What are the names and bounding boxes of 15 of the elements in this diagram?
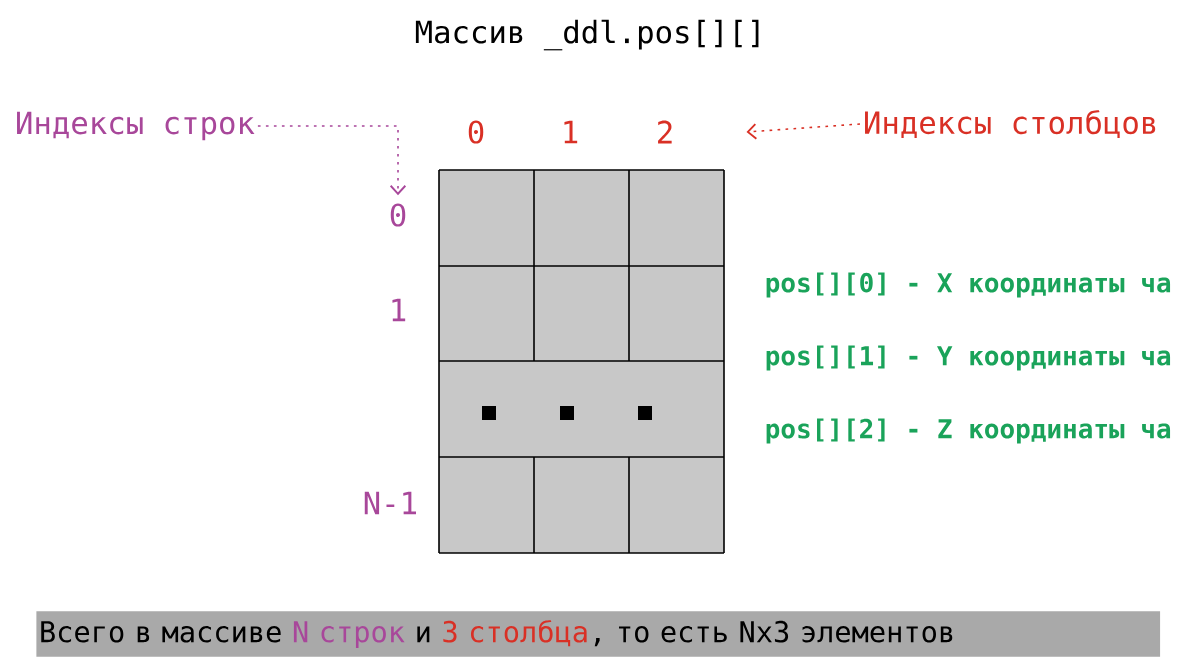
title: Массив _ddl.pos[][] <box>415 19 759 51</box>
row-index: 1 <box>392 298 406 322</box>
column-index: 2 <box>658 120 672 144</box>
column-index-caption: Индексы столбцов <box>865 109 1156 139</box>
summary-bar: Всего в массиве N строк и 3 столбца , то есть Nx3 элементов <box>36 611 1161 657</box>
column-index: 0 <box>468 120 484 144</box>
coordinate-note: pos[][0] - X координаты ча <box>766 272 1171 298</box>
leader-arrow <box>746 123 861 140</box>
column-index: 1 <box>564 120 578 144</box>
row-index: 0 <box>390 203 406 227</box>
coordinate-note: pos[][1] - Y координаты ча <box>766 345 1171 371</box>
row-index-caption: Индексы строк <box>17 111 255 141</box>
leader-arrow <box>257 125 407 196</box>
row-index: N-1 <box>364 491 416 515</box>
coordinate-note: pos[][2] - Z координаты ча <box>766 418 1171 444</box>
